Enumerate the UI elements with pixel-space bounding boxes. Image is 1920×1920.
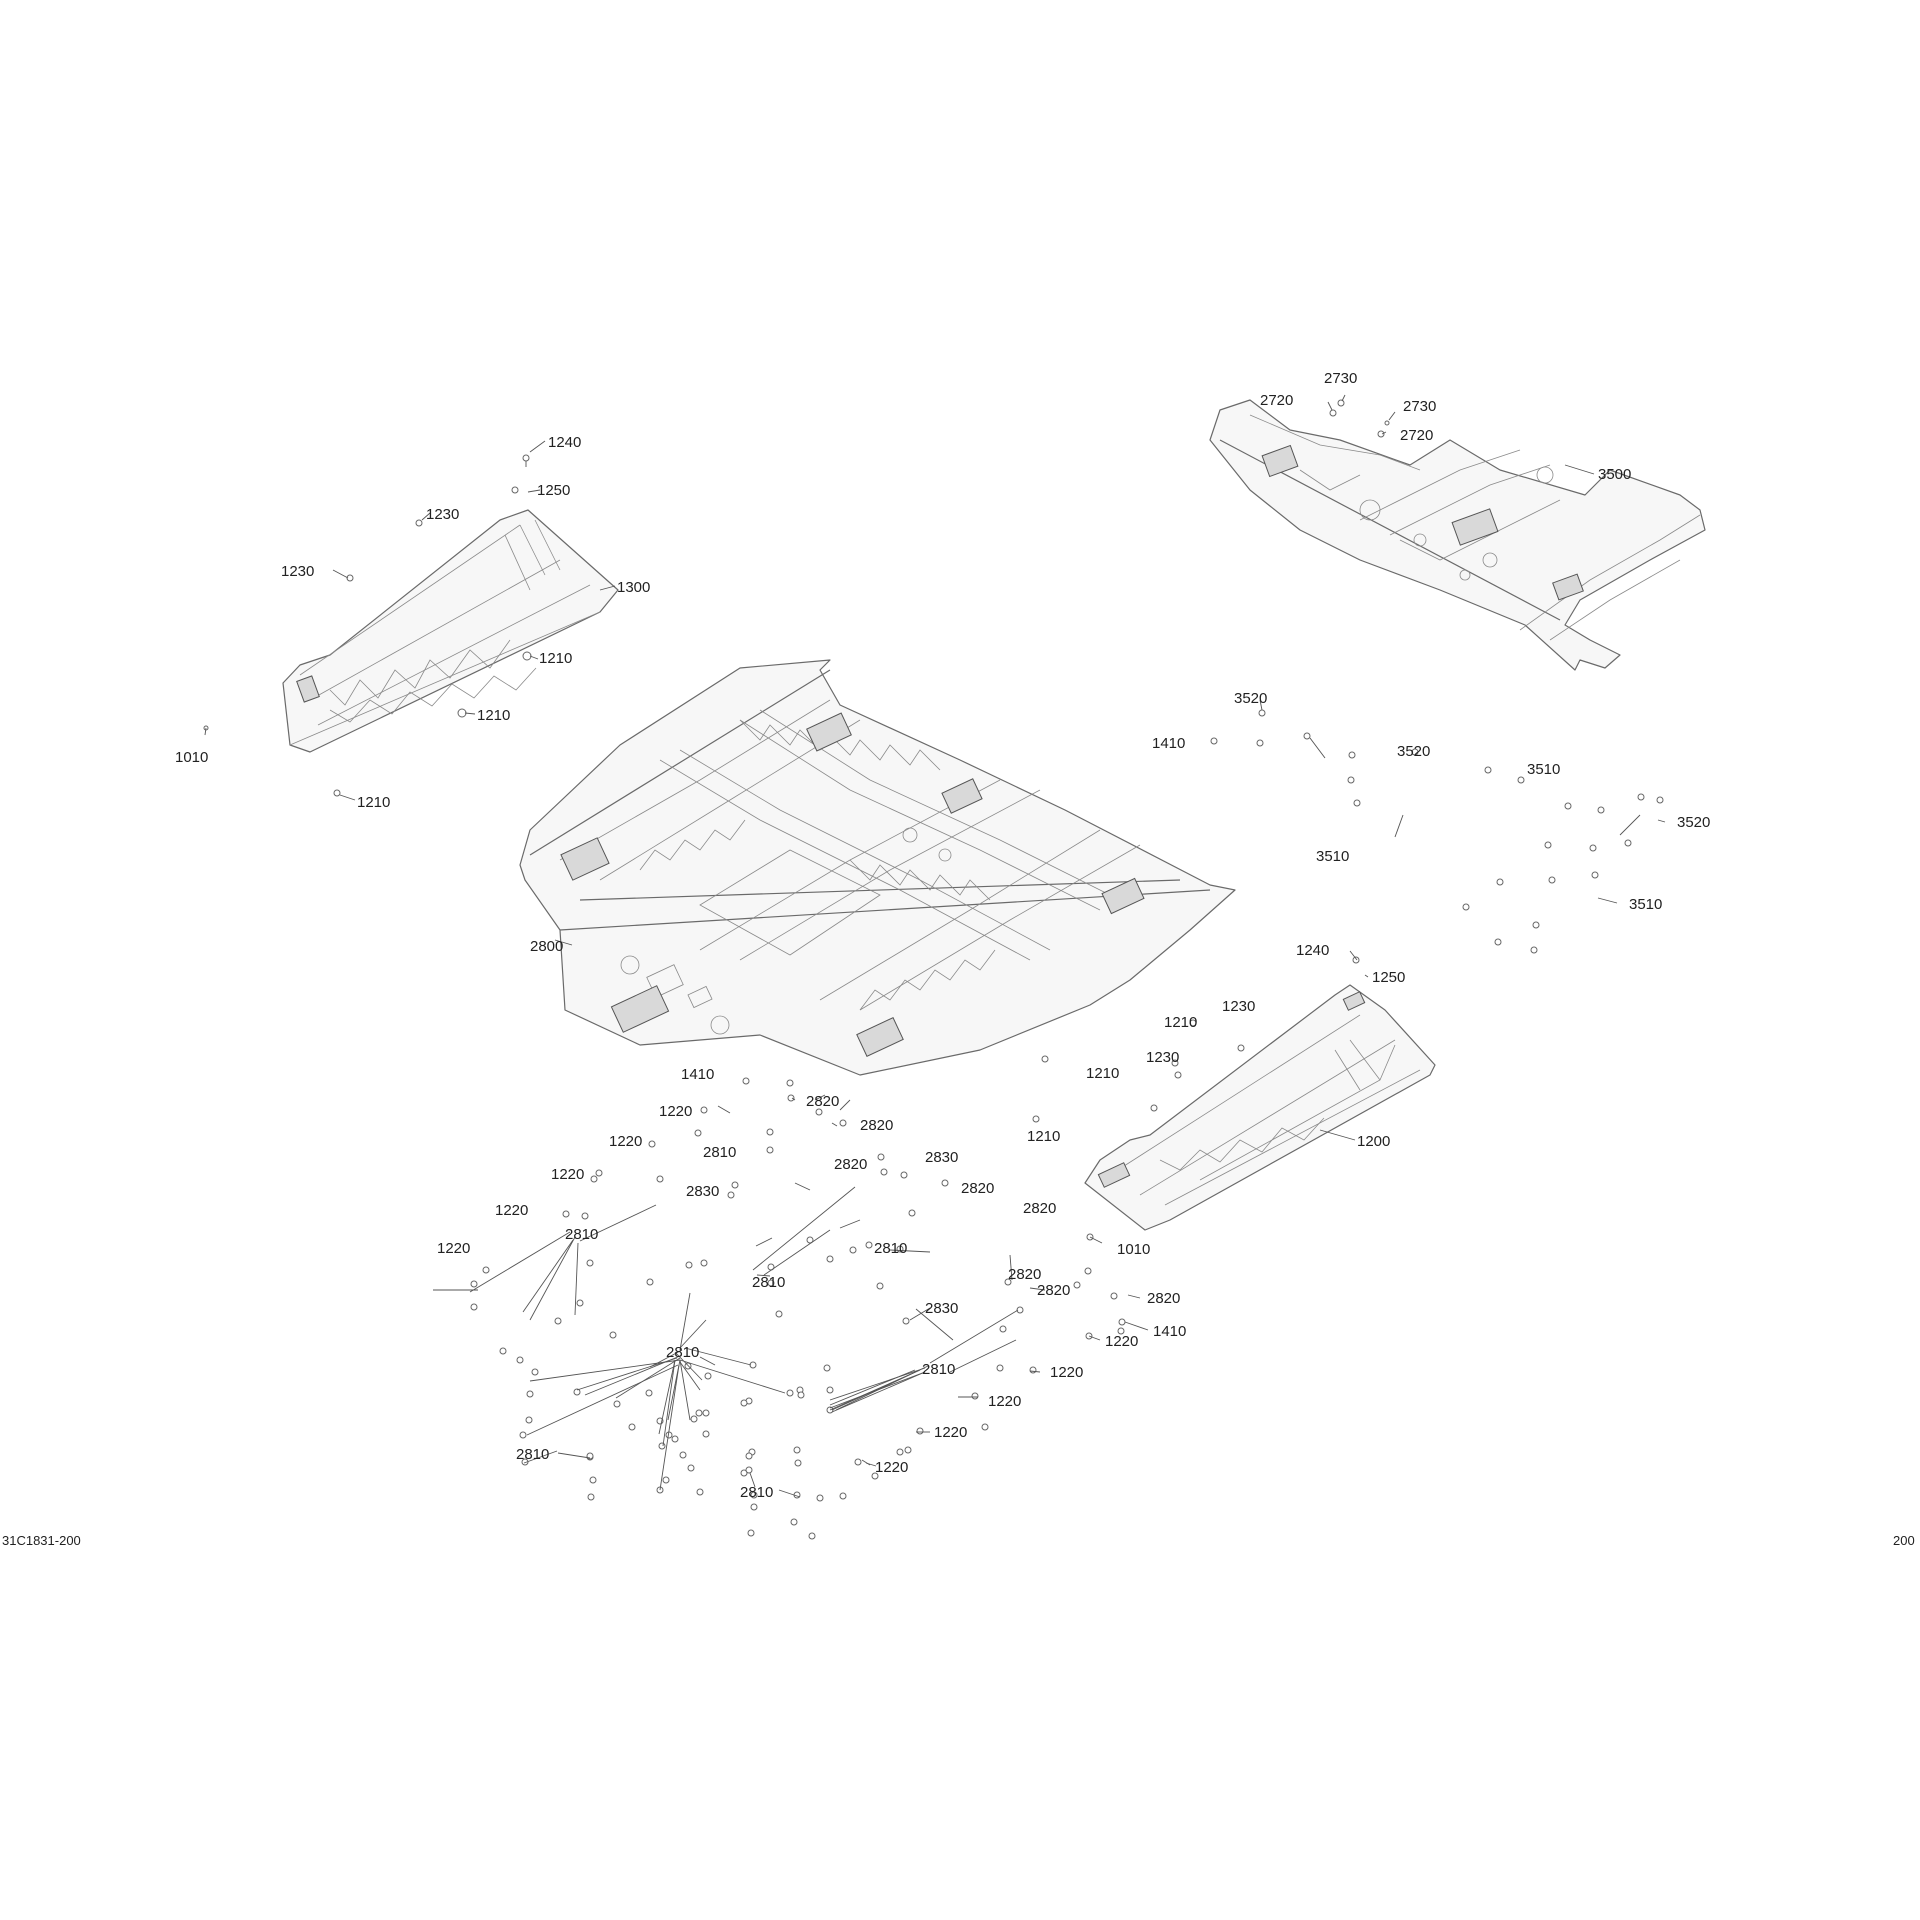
callout-2810: 2810 xyxy=(922,1361,955,1378)
callout-2820: 2820 xyxy=(1008,1266,1041,1283)
callout-1010: 1010 xyxy=(1117,1241,1150,1258)
callout-1250: 1250 xyxy=(1372,969,1405,986)
callout-2830: 2830 xyxy=(925,1300,958,1317)
callout-2800: 2800 xyxy=(530,938,563,955)
callout-3500: 3500 xyxy=(1598,466,1631,483)
callout-1230: 1230 xyxy=(426,506,459,523)
callout-1220: 1220 xyxy=(495,1202,528,1219)
callout-1410: 1410 xyxy=(681,1066,714,1083)
side-panel-left[interactable] xyxy=(282,509,619,753)
callout-2810: 2810 xyxy=(874,1240,907,1257)
callout-1410: 1410 xyxy=(1153,1323,1186,1340)
callout-2720: 2720 xyxy=(1400,427,1433,444)
callout-1220: 1220 xyxy=(875,1459,908,1476)
callout-2820: 2820 xyxy=(834,1156,867,1173)
callout-1230: 1230 xyxy=(1146,1049,1179,1066)
callout-1210: 1210 xyxy=(477,707,510,724)
callout-2820: 2820 xyxy=(1147,1290,1180,1307)
callout-2820: 2820 xyxy=(961,1180,994,1197)
callout-3510: 3510 xyxy=(1629,896,1662,913)
callout-2820: 2820 xyxy=(1037,1282,1070,1299)
callout-1230: 1230 xyxy=(281,563,314,580)
leader-lines xyxy=(204,394,1666,1498)
callout-1220: 1220 xyxy=(437,1240,470,1257)
callout-2730: 2730 xyxy=(1324,370,1357,387)
callout-1210: 1210 xyxy=(1027,1128,1060,1145)
callout-1210: 1210 xyxy=(539,650,572,667)
callout-2820: 2820 xyxy=(806,1093,839,1110)
callout-1220: 1220 xyxy=(1050,1364,1083,1381)
callout-1240: 1240 xyxy=(1296,942,1329,959)
callout-1010: 1010 xyxy=(175,749,208,766)
rear-floor[interactable] xyxy=(1209,399,1706,671)
drawing-code: 31C1831-200 xyxy=(2,1533,81,1548)
callout-1210: 1210 xyxy=(1086,1065,1119,1082)
callout-1220: 1220 xyxy=(988,1393,1021,1410)
main-floor[interactable] xyxy=(519,659,1236,1076)
callout-1250: 1250 xyxy=(537,482,570,499)
page-code: 200 xyxy=(1893,1533,1915,1548)
callout-2730: 2730 xyxy=(1403,398,1436,415)
callout-1220: 1220 xyxy=(609,1133,642,1150)
callout-1240: 1240 xyxy=(548,434,581,451)
callout-2810: 2810 xyxy=(740,1484,773,1501)
callout-3520: 3520 xyxy=(1677,814,1710,831)
callout-2820: 2820 xyxy=(1023,1200,1056,1217)
callout-2830: 2830 xyxy=(925,1149,958,1166)
callout-1220: 1220 xyxy=(551,1166,584,1183)
side-panel-right[interactable] xyxy=(1084,984,1436,1231)
callout-labels: 1240 1250 1230 1230 1300 1210 1210 1010 … xyxy=(175,370,1710,1501)
callout-2810: 2810 xyxy=(565,1226,598,1243)
callout-2810: 2810 xyxy=(703,1144,736,1161)
callout-1220: 1220 xyxy=(659,1103,692,1120)
callout-2720: 2720 xyxy=(1260,392,1293,409)
callout-1210: 1210 xyxy=(357,794,390,811)
callout-3510: 3510 xyxy=(1316,848,1349,865)
callout-2810: 2810 xyxy=(752,1274,785,1291)
callout-1220: 1220 xyxy=(934,1424,967,1441)
callout-3520: 3520 xyxy=(1234,690,1267,707)
callout-1230: 1230 xyxy=(1222,998,1255,1015)
callout-3520: 3520 xyxy=(1397,743,1430,760)
callout-1210: 1210 xyxy=(1164,1014,1197,1031)
callout-1220: 1220 xyxy=(1105,1333,1138,1350)
callout-2810: 2810 xyxy=(666,1344,699,1361)
callout-2830: 2830 xyxy=(686,1183,719,1200)
callout-2820: 2820 xyxy=(860,1117,893,1134)
callout-2810: 2810 xyxy=(516,1446,549,1463)
callout-3510: 3510 xyxy=(1527,761,1560,778)
callout-1300: 1300 xyxy=(617,579,650,596)
callout-1200: 1200 xyxy=(1357,1133,1390,1150)
callout-1410: 1410 xyxy=(1152,735,1185,752)
